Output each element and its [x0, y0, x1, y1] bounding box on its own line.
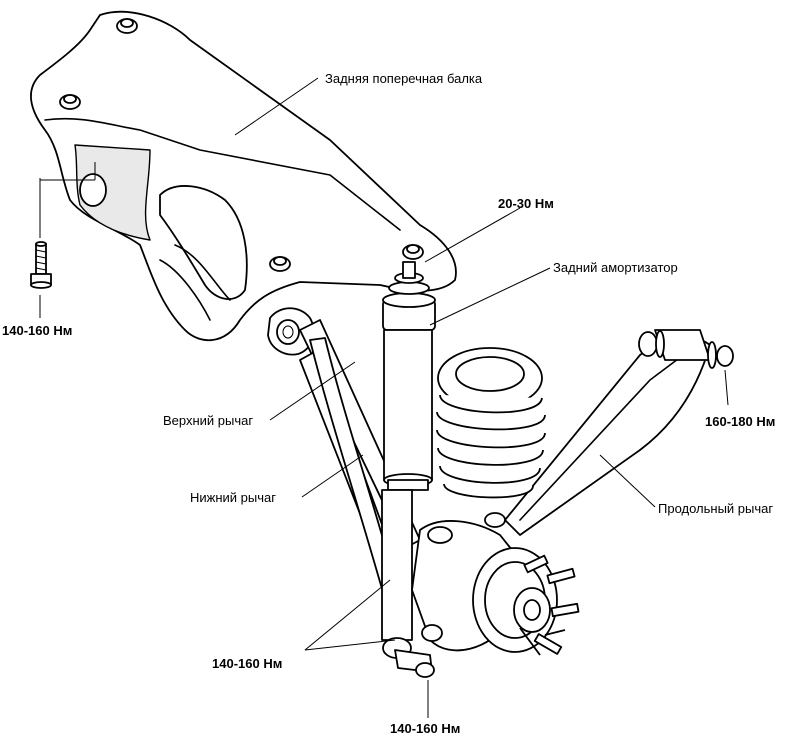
leader-lines	[39, 77, 729, 718]
torque-bottom-left-label: 140-160 Нм	[212, 656, 283, 671]
trailing-arm-label: Продольный рычаг	[658, 501, 774, 516]
wheel-hub	[411, 512, 580, 656]
rear-crossmember	[30, 11, 457, 342]
shock-absorber-label: Задний амортизатор	[553, 260, 678, 275]
crossmember-label: Задняя поперечная балка	[325, 71, 483, 86]
shock-absorber	[381, 261, 436, 659]
torque-right-label: 160-180 Нм	[705, 414, 776, 429]
lower-bolt	[394, 649, 435, 678]
upper-arm-bushing	[267, 307, 315, 356]
coil-spring	[436, 347, 546, 499]
torque-left-label: 140-160 Нм	[2, 323, 73, 338]
bolt-icon	[30, 241, 52, 289]
lower-arm-label: Нижний рычаг	[190, 490, 276, 505]
trailing-arm	[504, 329, 734, 536]
upper-arm-label: Верхний рычаг	[163, 413, 254, 428]
torque-bottom-label: 140-160 Нм	[390, 721, 461, 736]
torque-top-label: 20-30 Нм	[498, 196, 554, 211]
